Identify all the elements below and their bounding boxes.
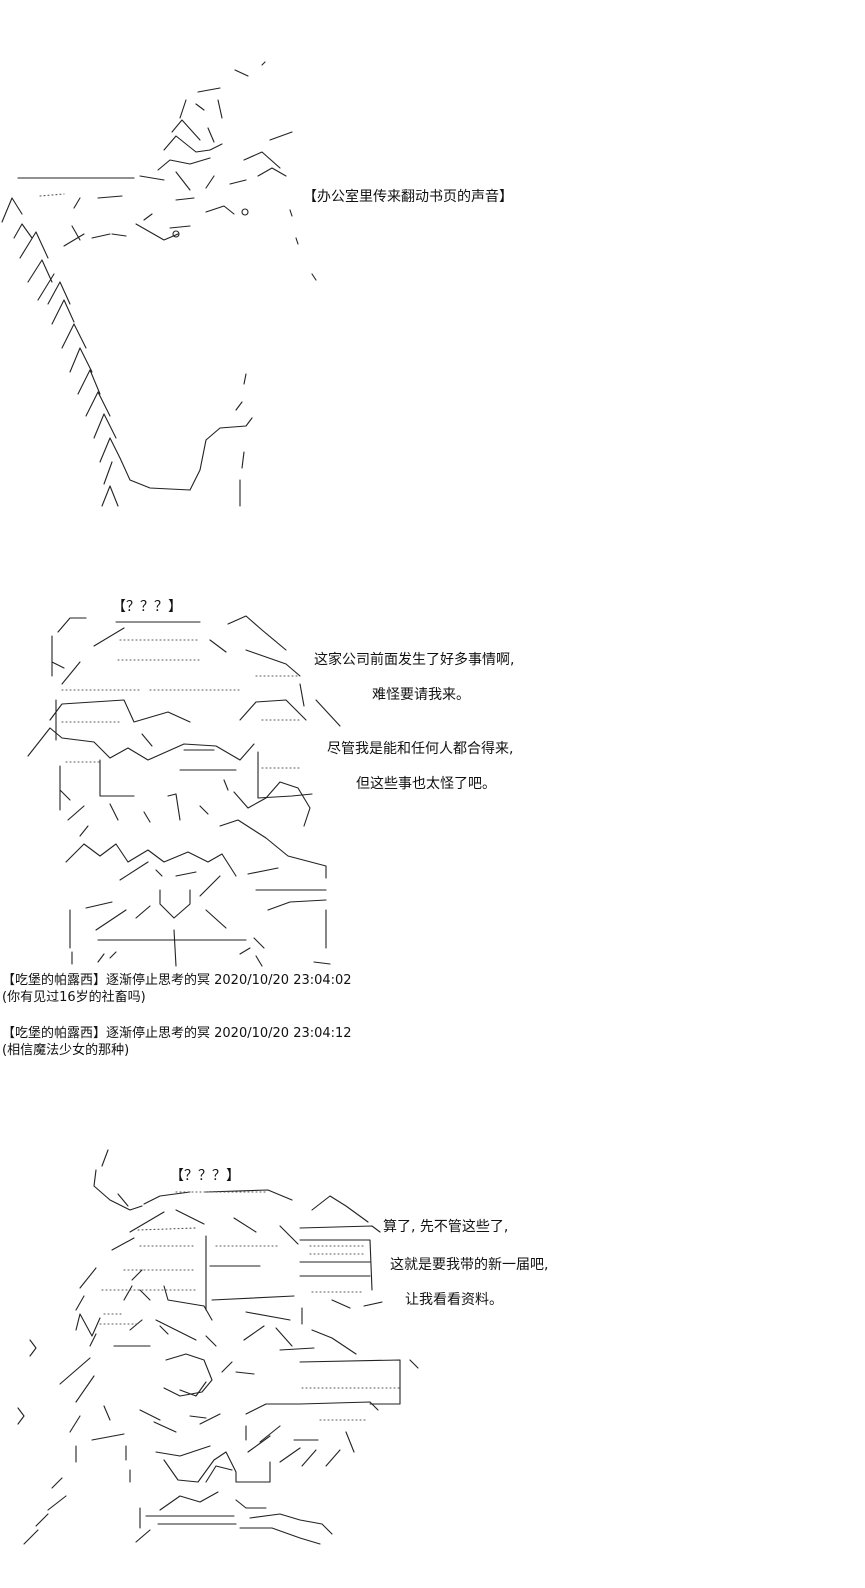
panel2-line-2: 难怪要请我来。 [372, 687, 470, 703]
panel3-line-3: 让我看看资料。 [405, 1292, 503, 1308]
panel2-speaker-label: 【？？？】 [112, 599, 182, 615]
panel2-line-4: 但这些事也太怪了吧。 [356, 776, 496, 792]
panel2-line-3: 尽管我是能和任何人都合得来, [327, 741, 514, 757]
comment-1-body: (你有见过16岁的社畜吗) [2, 990, 146, 1005]
panel3-speaker-label: 【？？？】 [170, 1168, 240, 1184]
sfx-text: 【办公室里传来翻动书页的声音】 [303, 189, 513, 205]
panel3-line-1: 算了, 先不管这些了, [383, 1219, 509, 1235]
comment-2-body: (相信魔法少女的那种) [2, 1043, 130, 1058]
comment-2-header: 【吃堡的帕露西】逐渐停止思考的冥 2020/10/20 23:04:12 [2, 1026, 352, 1041]
panel3-line-2: 这就是要我带的新一届吧, [390, 1257, 549, 1273]
comment-1-header: 【吃堡的帕露西】逐渐停止思考的冥 2020/10/20 23:04:02 [2, 973, 352, 988]
panel2-line-1: 这家公司前面发生了好多事情啊, [314, 652, 515, 668]
